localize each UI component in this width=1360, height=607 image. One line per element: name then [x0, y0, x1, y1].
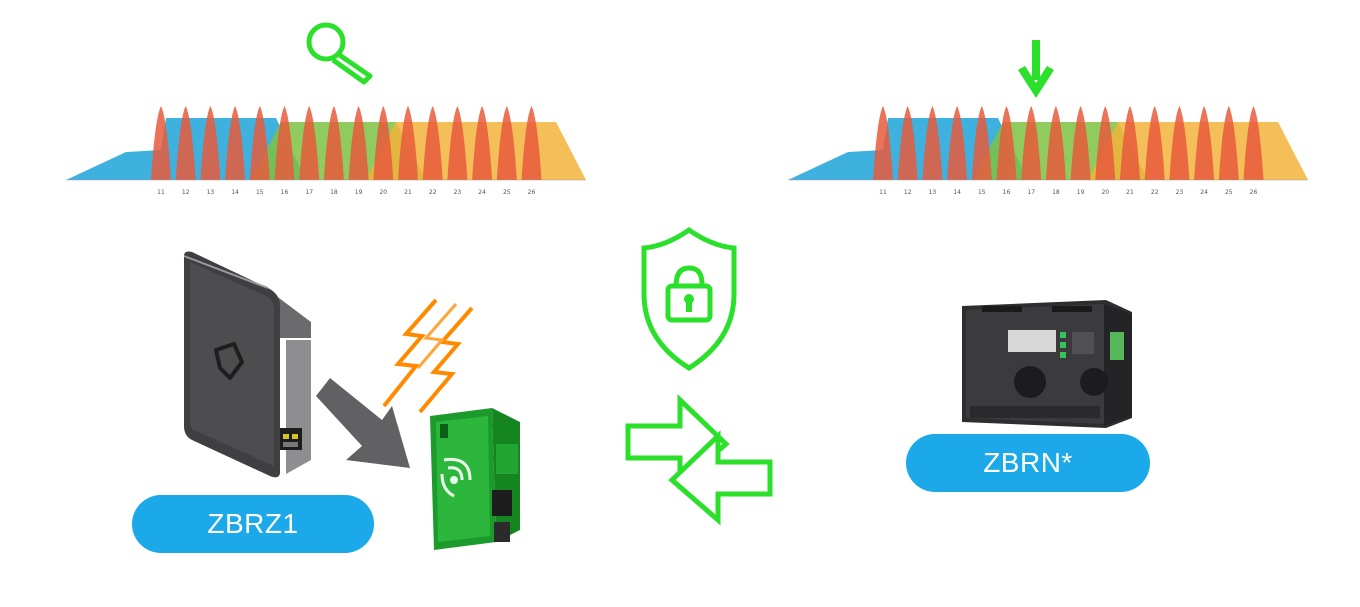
- zbrz1-device-image: [176, 250, 326, 480]
- channel-peak: [496, 106, 517, 180]
- channel-peak: [1045, 106, 1066, 180]
- channel-peak: [1243, 106, 1264, 180]
- zbrn-device-image: [956, 296, 1138, 430]
- channel-peak: [373, 106, 394, 180]
- channel-peak: [225, 106, 246, 180]
- channel-peak: [1021, 106, 1042, 180]
- channel-tick-label: 16: [281, 189, 289, 196]
- channel-peak: [1218, 106, 1239, 180]
- selected-spectrum: 11 12 13 14 15 16 17 18 19 20 21 22 23 24 25 26: [788, 98, 1308, 198]
- channel-tick-label: 24: [478, 189, 486, 196]
- lightning-icon: [376, 294, 486, 414]
- channel-peak: [200, 106, 221, 180]
- channel-tick-label: 24: [1200, 189, 1208, 196]
- channel-tick-label: 23: [1176, 189, 1184, 196]
- channel-tick-label: 11: [879, 189, 887, 196]
- channel-peak: [472, 106, 493, 180]
- channel-peak: [971, 106, 992, 180]
- channel-peak: [422, 106, 443, 180]
- channel-peak: [873, 106, 893, 180]
- channel-peak: [1194, 106, 1215, 180]
- channel-peak: [175, 106, 196, 180]
- channel-peak: [1144, 106, 1165, 180]
- channel-peak: [447, 106, 468, 180]
- channel-peak: [947, 106, 968, 180]
- channel-peak: [1070, 106, 1091, 180]
- channel-peak: [249, 106, 270, 180]
- zbrz1-label: ZBRZ1: [132, 495, 374, 553]
- channel-tick-label: 14: [231, 189, 239, 196]
- channel-peak: [323, 106, 344, 180]
- channel-peak: [1095, 106, 1116, 180]
- channel-tick-label: 23: [454, 189, 462, 196]
- channel-tick-label: 20: [379, 189, 387, 196]
- scan-spectrum: 11 12 13 14 15 16 17 18 19 20 21 22 23 24 25 26: [66, 98, 586, 198]
- channel-peak: [151, 106, 171, 180]
- channel-tick-label: 12: [182, 189, 190, 196]
- channel-tick-label: 16: [1003, 189, 1011, 196]
- channel-tick-label: 11: [157, 189, 165, 196]
- magnifier-icon: [300, 18, 386, 88]
- channel-tick-label: 15: [256, 189, 264, 196]
- channel-tick-label: 25: [503, 189, 511, 196]
- channel-peak: [521, 106, 542, 180]
- wireless-module-image: [422, 404, 532, 554]
- channel-tick-label: 17: [1027, 189, 1035, 196]
- channel-tick-label: 22: [429, 189, 437, 196]
- zbrn-label: ZBRN*: [906, 434, 1150, 492]
- channel-tick-label: 17: [305, 189, 313, 196]
- channel-tick-label: 25: [1225, 189, 1233, 196]
- channel-tick-label: 13: [929, 189, 937, 196]
- channel-tick-label: 20: [1101, 189, 1109, 196]
- channel-tick-label: 19: [1077, 189, 1085, 196]
- channel-tick-label: 22: [1151, 189, 1159, 196]
- channel-peak: [922, 106, 943, 180]
- channel-peak: [996, 106, 1017, 180]
- channel-peak: [274, 106, 295, 180]
- channel-tick-label: 13: [207, 189, 215, 196]
- channel-tick-label: 18: [1052, 189, 1060, 196]
- channel-peak: [348, 106, 369, 180]
- channel-tick-label: 21: [1126, 189, 1134, 196]
- channel-tick-label: 26: [528, 189, 536, 196]
- channel-tick-label: 12: [904, 189, 912, 196]
- channel-peak: [299, 106, 320, 180]
- shield-lock-icon: [636, 224, 742, 374]
- pairing-arrow-icon: [312, 374, 422, 474]
- channel-tick-label: 15: [978, 189, 986, 196]
- channel-peak: [1169, 106, 1190, 180]
- bidirectional-arrows-icon: [624, 392, 774, 528]
- channel-peak: [897, 106, 918, 180]
- channel-tick-label: 21: [404, 189, 412, 196]
- down-arrow-icon: [1014, 38, 1058, 102]
- channel-tick-label: 19: [355, 189, 363, 196]
- channel-tick-label: 26: [1250, 189, 1258, 196]
- channel-tick-label: 14: [953, 189, 961, 196]
- channel-peak: [1120, 106, 1140, 180]
- channel-tick-label: 18: [330, 189, 338, 196]
- channel-peak: [398, 106, 418, 180]
